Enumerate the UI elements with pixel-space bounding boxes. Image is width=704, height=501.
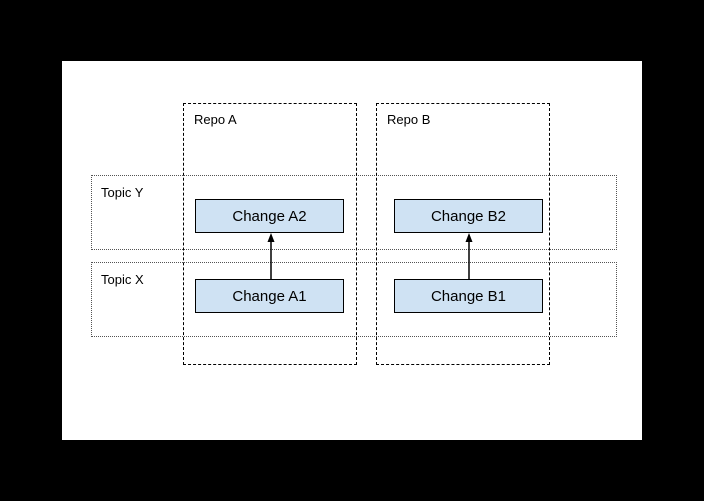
topic-y-band: Topic Y: [91, 175, 617, 250]
topic-x-band: Topic X: [91, 262, 617, 337]
repo-b-label: Repo B: [387, 112, 431, 127]
change-b1-box: Change B1: [394, 279, 543, 313]
repo-b-box: Repo B: [376, 103, 550, 365]
change-b2-box: Change B2: [394, 199, 543, 233]
diagram-canvas: Topic Y Topic X Repo A Repo B Change A2 …: [62, 61, 642, 440]
change-a2-box: Change A2: [195, 199, 344, 233]
change-a1-box: Change A1: [195, 279, 344, 313]
topic-y-label: Topic Y: [101, 185, 144, 200]
repo-a-box: Repo A: [183, 103, 357, 365]
topic-x-label: Topic X: [101, 272, 144, 287]
repo-a-label: Repo A: [194, 112, 237, 127]
